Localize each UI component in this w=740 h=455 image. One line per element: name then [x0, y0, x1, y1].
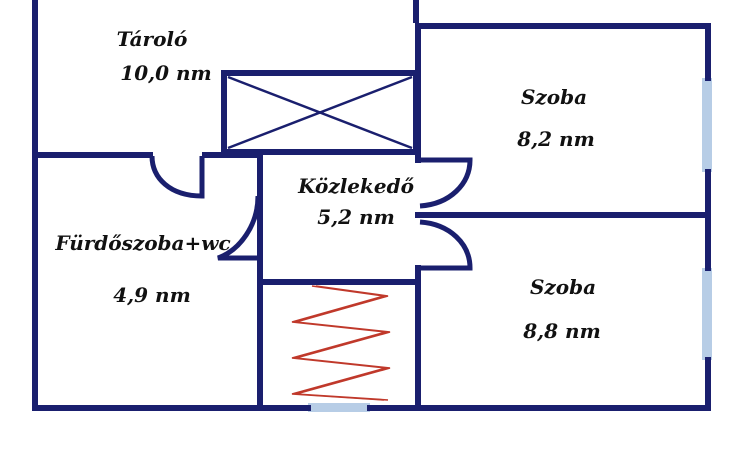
room-storage-area: 10,0 nm	[120, 61, 211, 85]
zigzag-stair-icon	[291, 285, 391, 401]
room-corridor-name: Közlekedő	[297, 174, 415, 198]
window-bottom	[308, 403, 370, 412]
door-bathroom	[217, 195, 261, 261]
door-storage	[149, 155, 205, 199]
room-2-area: 8,8 nm	[522, 319, 600, 343]
room-storage-name: Tároló	[117, 27, 188, 51]
room-bathroom-name: Fürdőszoba+wc	[54, 231, 230, 255]
walls	[32, 0, 711, 411]
door-room-1	[418, 157, 473, 209]
room-2-name: Szoba	[530, 275, 596, 299]
door-room-2	[418, 219, 473, 271]
room-corridor-area: 5,2 nm	[317, 205, 394, 229]
window-right-lower	[702, 268, 712, 360]
windows	[308, 78, 712, 412]
room-bathroom-area: 4,9 nm	[113, 283, 190, 307]
room-1-name: Szoba	[521, 85, 587, 109]
room-1-area: 8,2 nm	[516, 127, 594, 151]
window-right-upper	[702, 78, 712, 172]
doors	[149, 155, 473, 271]
cross-box-icon	[227, 75, 413, 150]
room-labels: Tároló 10,0 nm Szoba 8,2 nm Közlekedő 5,…	[54, 27, 600, 343]
